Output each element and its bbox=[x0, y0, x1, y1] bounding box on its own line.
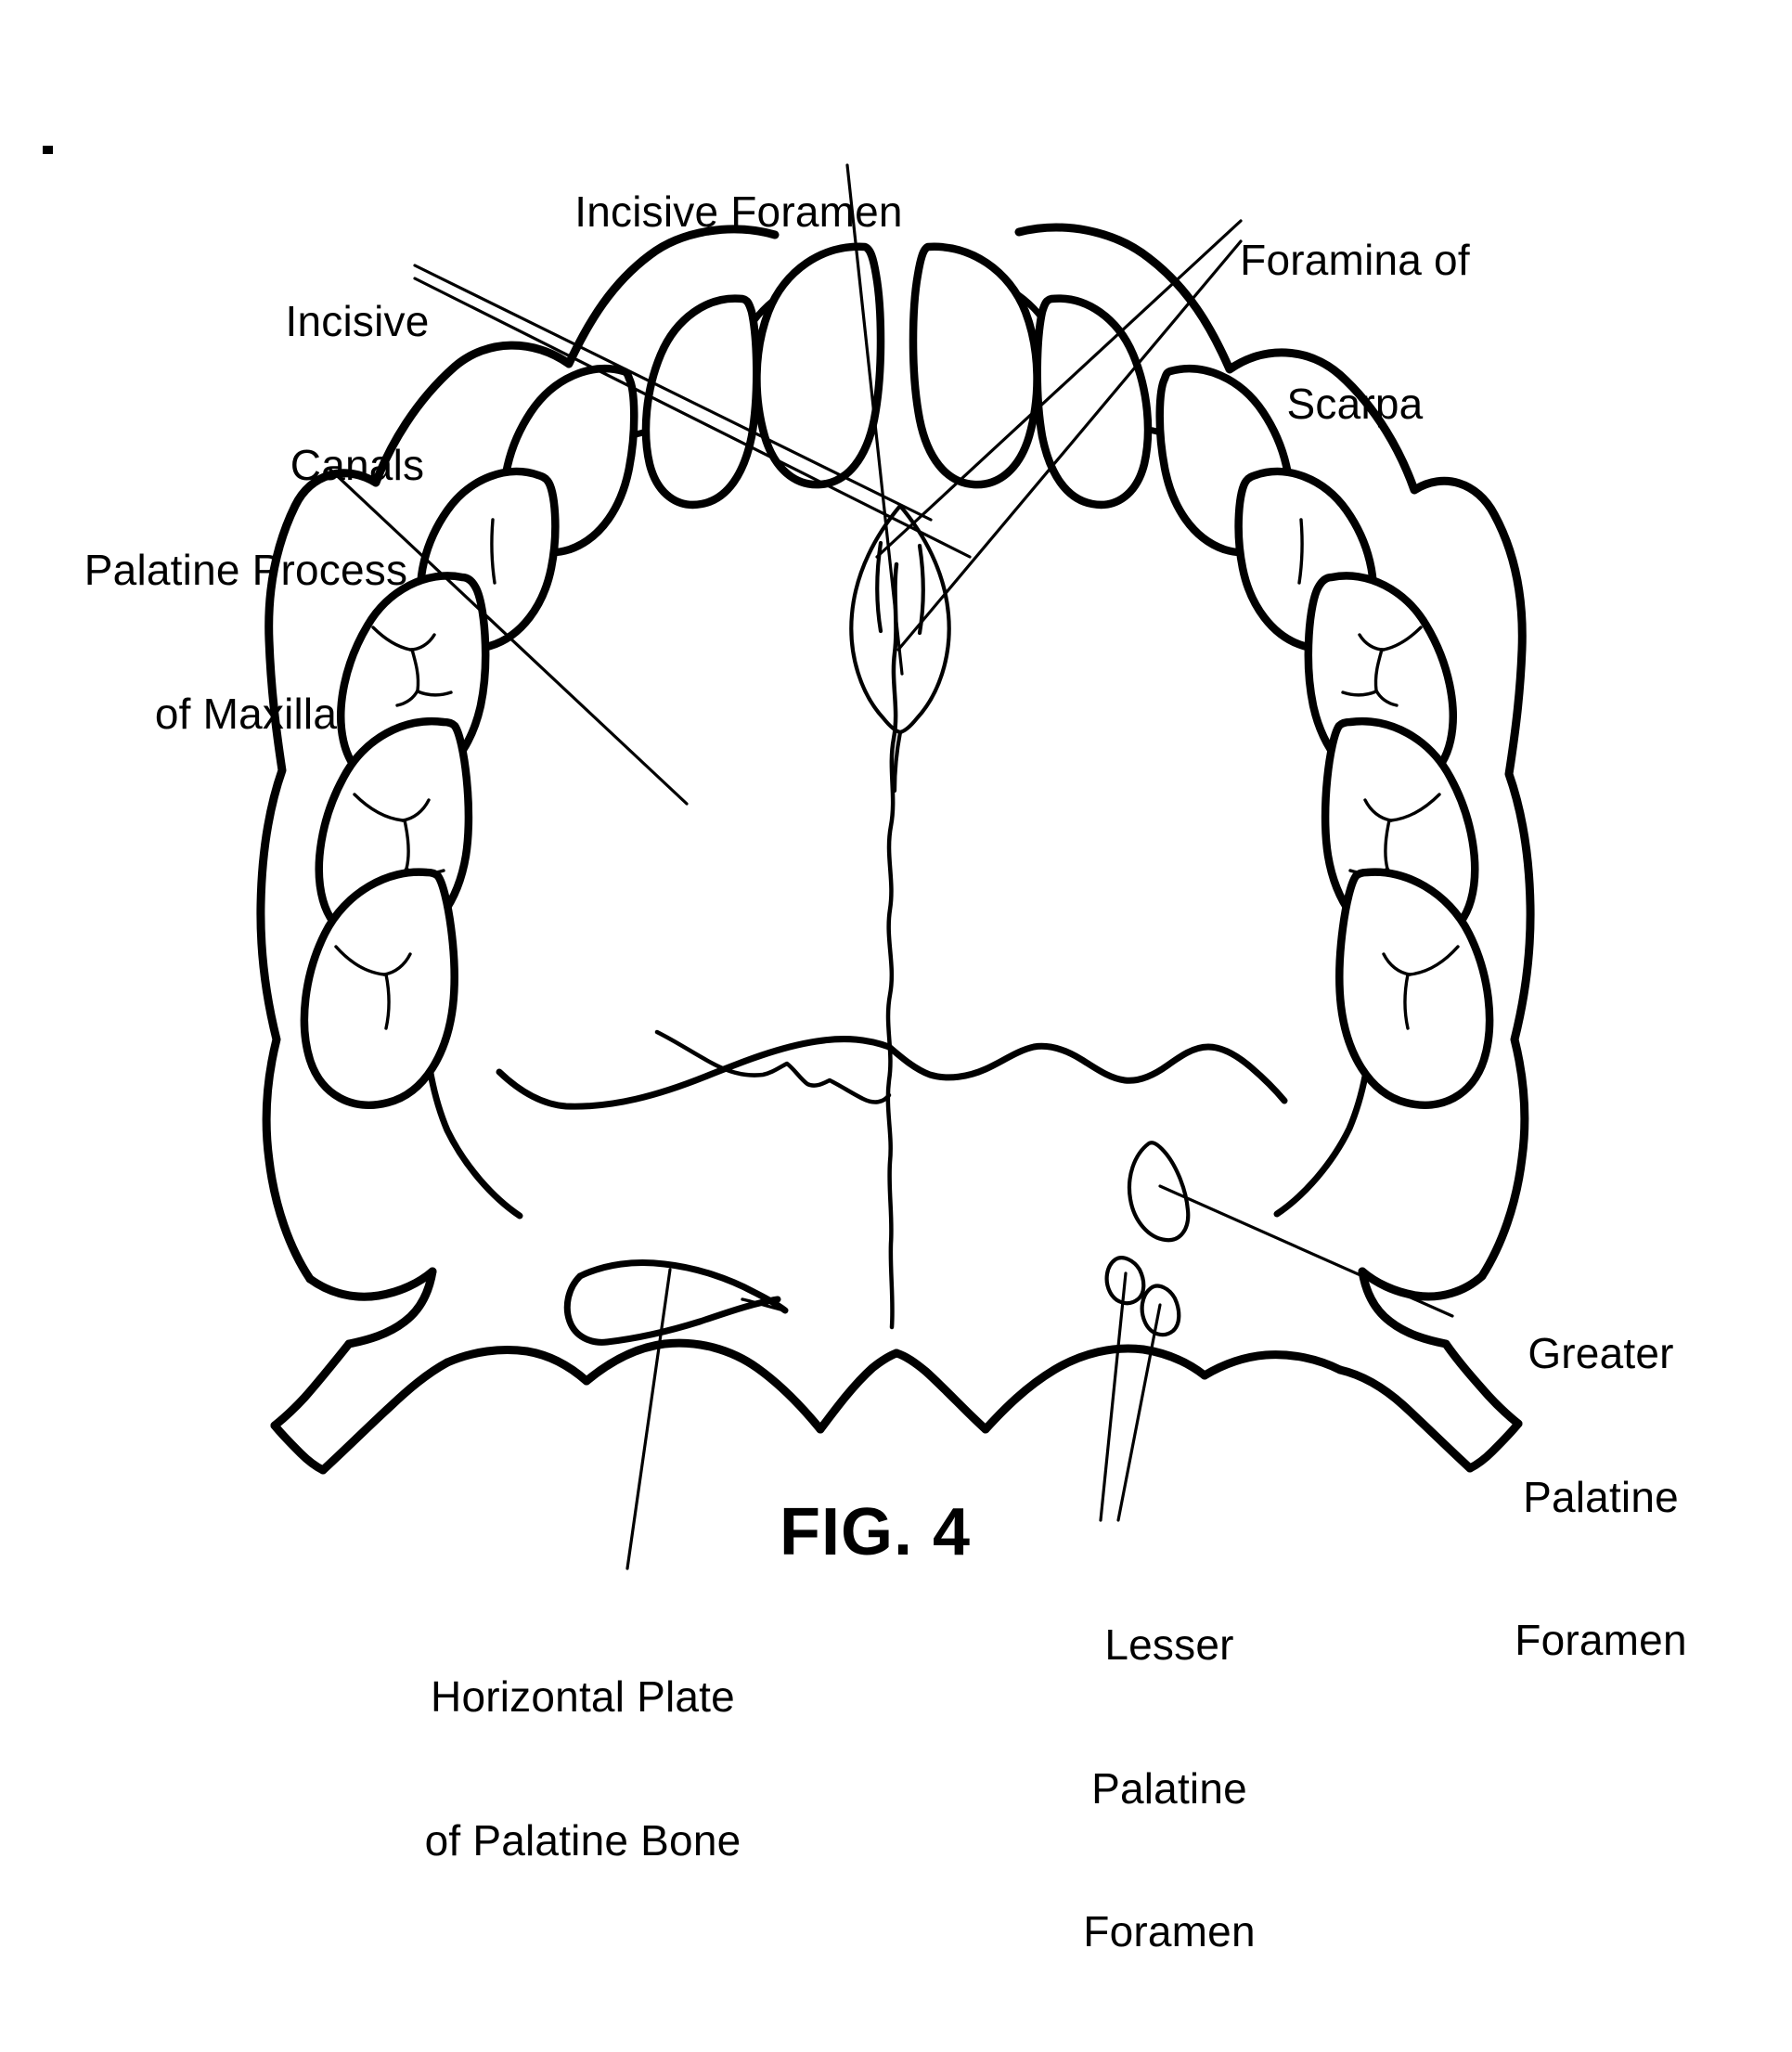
label-horizontal-plate-line-1: Horizontal Plate bbox=[431, 1672, 735, 1722]
leader-lines bbox=[329, 163, 1454, 1570]
label-greater-palatine-foramen: Greater Palatine Foramen bbox=[1448, 1234, 1754, 1761]
leader-incisive-foramen bbox=[845, 163, 904, 676]
label-palatine-process-line-1: Palatine Process bbox=[84, 546, 408, 595]
label-palatine-process-of-maxilla: Palatine Process of Maxilla bbox=[56, 451, 436, 833]
label-greater-palatine-foramen-line-1: Greater bbox=[1528, 1329, 1674, 1378]
greater-palatine-foramen-shape bbox=[1127, 1141, 1191, 1243]
leader-greater-palatine-foramen bbox=[1158, 1184, 1454, 1318]
leader-lesser-palatine-foramen-2 bbox=[1116, 1303, 1162, 1522]
leader-incisive-canals-2 bbox=[413, 277, 972, 559]
scan-speck bbox=[43, 146, 53, 154]
label-foramina-of-scarpa-line-2: Scarpa bbox=[1286, 379, 1424, 428]
label-incisive-foramen-line-1: Incisive Foramen bbox=[574, 187, 903, 237]
label-palatine-process-line-2: of Maxilla bbox=[154, 689, 338, 738]
label-lesser-palatine-foramen-line-3: Foramen bbox=[1083, 1907, 1256, 1956]
label-greater-palatine-foramen-line-3: Foramen bbox=[1515, 1616, 1687, 1665]
posterior-palate-border bbox=[270, 1267, 1523, 1475]
label-lesser-palatine-foramen-line-1: Lesser bbox=[1104, 1620, 1234, 1670]
label-foramina-of-scarpa: Foramina of Scarpa bbox=[1197, 141, 1513, 523]
figure-caption: FIG. 4 bbox=[780, 1495, 972, 1569]
label-greater-palatine-foramen-line-2: Palatine bbox=[1523, 1472, 1679, 1521]
lesser-palatine-foramina-shape bbox=[1104, 1256, 1181, 1337]
palate-line-drawing bbox=[43, 146, 1535, 1570]
leader-palatine-process bbox=[329, 468, 689, 806]
leader-incisive-canals-1 bbox=[413, 264, 933, 522]
label-lesser-palatine-foramen: Lesser Palatine Foramen bbox=[1039, 1526, 1299, 2052]
leader-horizontal-plate bbox=[625, 1268, 672, 1570]
label-incisive-canals-line-2: Canals bbox=[290, 440, 425, 489]
label-lesser-palatine-foramen-line-2: Palatine bbox=[1091, 1763, 1247, 1813]
label-incisive-foramen: Incisive Foramen bbox=[544, 93, 934, 332]
horizontal-plate-groove bbox=[563, 1259, 789, 1346]
label-foramina-of-scarpa-line-1: Foramina of bbox=[1240, 236, 1470, 285]
label-incisive-canals-line-1: Incisive bbox=[285, 297, 430, 346]
alveolar-arch-outline bbox=[256, 223, 1535, 1284]
teeth-left bbox=[300, 242, 885, 1109]
leader-lesser-palatine-foramen-1 bbox=[1099, 1271, 1128, 1522]
transverse-palatine-suture bbox=[496, 1029, 1288, 1110]
leader-foramina-of-scarpa-1 bbox=[875, 219, 1243, 559]
leader-foramina-of-scarpa-2 bbox=[896, 239, 1243, 652]
label-incisive-canals: Incisive Canals bbox=[232, 202, 483, 585]
label-horizontal-plate-line-2: of Palatine Bone bbox=[424, 1815, 741, 1865]
median-palatine-suture bbox=[885, 561, 899, 1330]
label-horizontal-plate-of-palatine-bone: Horizontal Plate of Palatine Bone bbox=[388, 1578, 778, 1960]
figure-root: Incisive Foramen Foramina of Scarpa Inci… bbox=[43, 93, 1754, 1955]
